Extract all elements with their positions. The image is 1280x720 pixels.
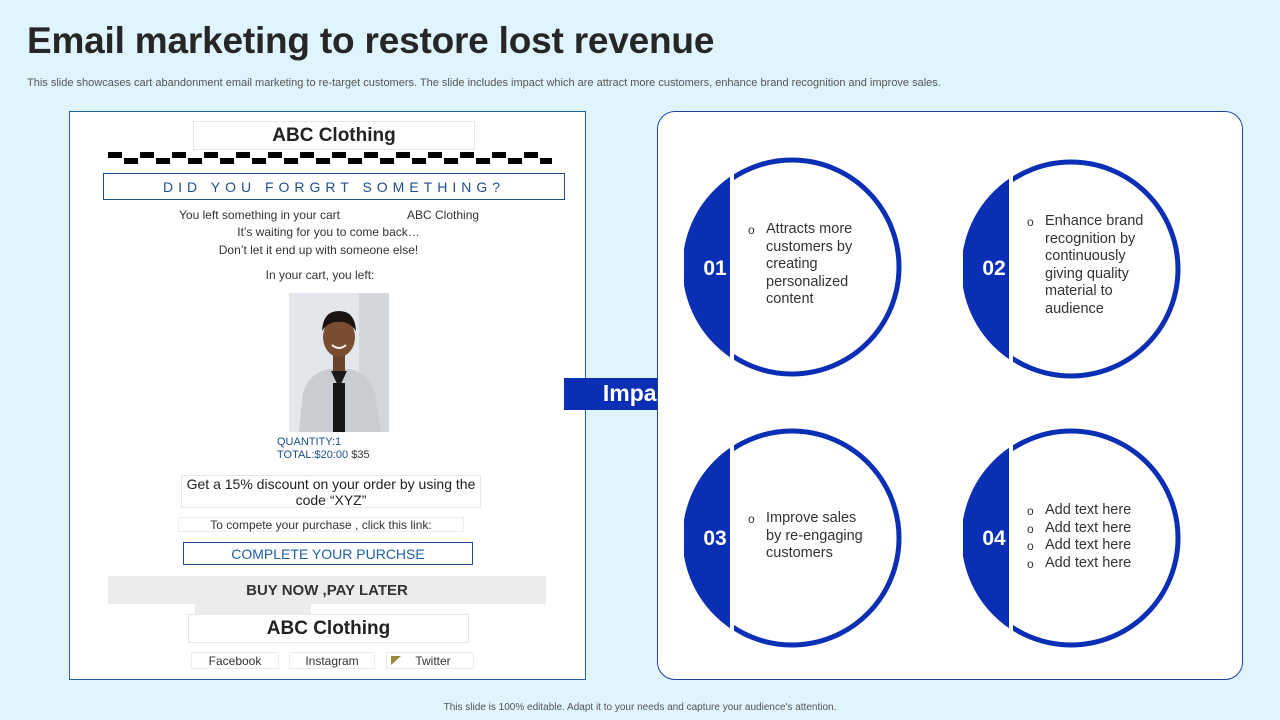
bullet-item: Add text here bbox=[1027, 520, 1157, 538]
bullet-item: Add text here bbox=[1027, 555, 1157, 573]
complete-purchase-button[interactable]: COMPLETE YOUR PURCHSE bbox=[183, 542, 473, 565]
impact-number: 04 bbox=[982, 527, 1006, 550]
checker-divider bbox=[108, 152, 552, 164]
product-photo[interactable] bbox=[289, 293, 389, 432]
impact-item-03: 03 Improve sales by re-engaging customer… bbox=[684, 424, 904, 648]
buy-now-pay-later-button[interactable]: BUY NOW ,PAY LATER bbox=[108, 576, 546, 604]
impact-bullets: Attracts more customers by creating pers… bbox=[748, 221, 868, 309]
impact-number: 01 bbox=[703, 257, 727, 280]
link-prompt: To compete your purchase , click this li… bbox=[178, 517, 464, 532]
bullet-item: Enhance brand recognition by continuousl… bbox=[1027, 213, 1147, 318]
waiting-text: It’s waiting for you to come back… bbox=[237, 225, 420, 239]
cart-label: In your cart, you left: bbox=[265, 268, 375, 282]
email-brand-header: ABC Clothing bbox=[193, 121, 475, 150]
bullet-item: Attracts more customers by creating pers… bbox=[748, 221, 868, 309]
impact-bullets: Improve sales by re-engaging customers bbox=[748, 510, 868, 563]
impact-arrow bbox=[564, 361, 710, 427]
total-price: TOTAL:$20:00 bbox=[277, 449, 349, 461]
email-mockup-panel: ABC Clothing DID YOU FORGRT SOMETHING? Y… bbox=[69, 111, 586, 680]
bullet-item: Add text here bbox=[1027, 502, 1157, 520]
impact-item-01: 01 Attracts more customers by creating p… bbox=[684, 153, 904, 377]
impact-panel bbox=[657, 111, 1243, 680]
discount-offer: Get a 15% discount on your order by usin… bbox=[181, 475, 481, 508]
old-price: $35 bbox=[351, 449, 370, 461]
instagram-link[interactable]: Instagram bbox=[289, 652, 375, 669]
email-headline: DID YOU FORGRT SOMETHING? bbox=[103, 173, 565, 200]
bullet-item: Add text here bbox=[1027, 537, 1157, 555]
warning-text: Don’t let it end up with someone else! bbox=[218, 243, 419, 257]
twitter-link[interactable]: Twitter bbox=[386, 652, 474, 669]
impact-bullets: Add text here Add text here Add text her… bbox=[1027, 502, 1157, 572]
twitter-icon bbox=[391, 656, 402, 665]
page-title: Email marketing to restore lost revenue bbox=[27, 20, 715, 61]
impact-bullets: Enhance brand recognition by continuousl… bbox=[1027, 213, 1147, 318]
bullet-item: Improve sales by re-engaging customers bbox=[748, 510, 868, 563]
impact-number: 03 bbox=[703, 527, 727, 550]
cart-reminder-brand: ABC Clothing bbox=[407, 208, 480, 222]
impact-number: 02 bbox=[982, 257, 1006, 280]
impact-item-04: 04 Add text here Add text here Add text … bbox=[963, 424, 1183, 648]
email-brand-footer: ABC Clothing bbox=[188, 614, 469, 643]
buy-now-tab bbox=[195, 604, 311, 614]
facebook-link[interactable]: Facebook bbox=[191, 652, 279, 669]
quantity-text: QUANTITY:1 bbox=[277, 436, 342, 448]
page-subtitle: This slide showcases cart abandonment em… bbox=[27, 77, 941, 89]
cart-reminder-text: You left something in your cart bbox=[179, 208, 340, 222]
footer-note: This slide is 100% editable. Adapt it to… bbox=[443, 702, 837, 713]
impact-item-02: 02 Enhance brand recognition by continuo… bbox=[963, 155, 1183, 379]
